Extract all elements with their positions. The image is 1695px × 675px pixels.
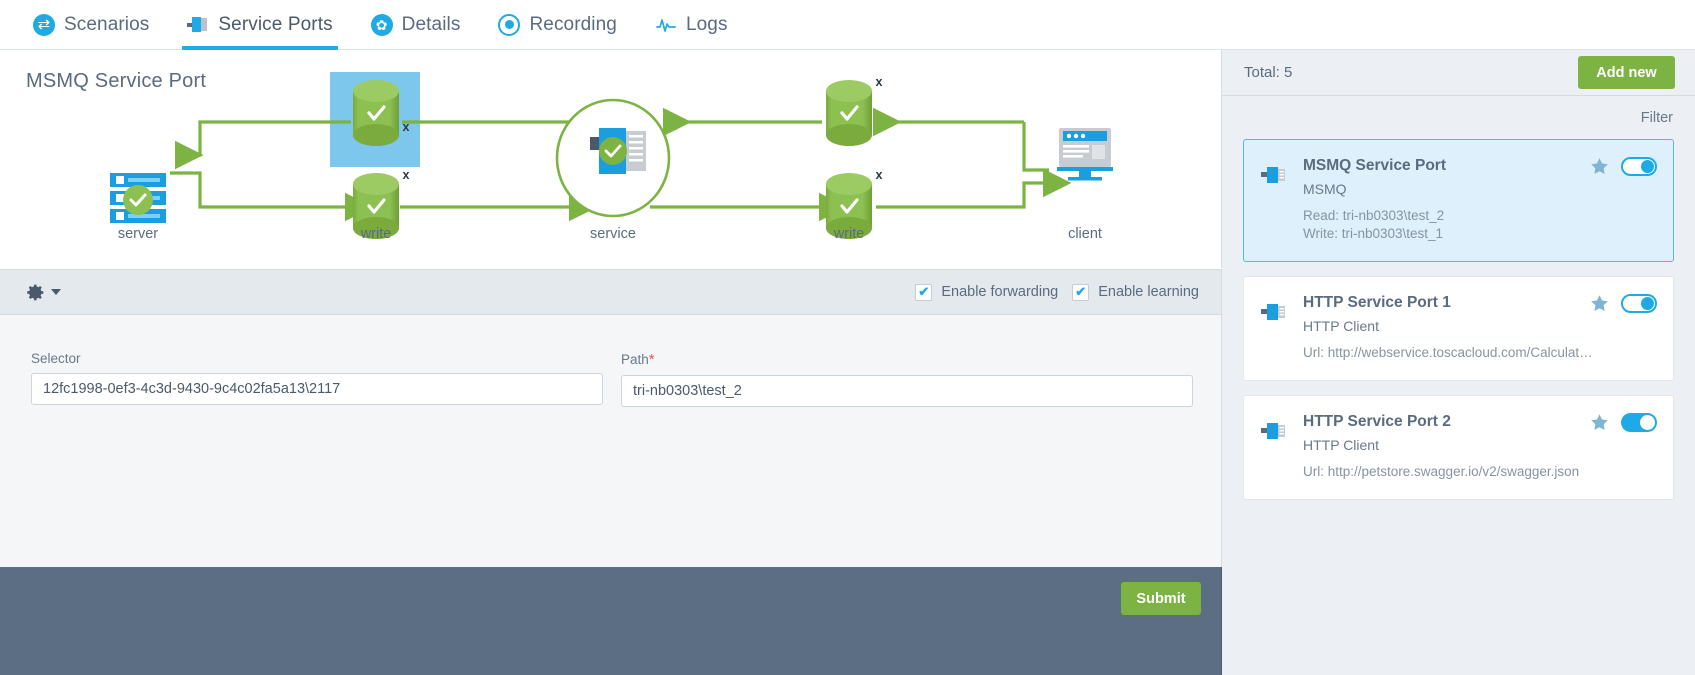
path-field-group: Path*: [621, 351, 1193, 407]
list-item[interactable]: MSMQ Service Port MSMQ Read: tri-nb0303\…: [1243, 139, 1674, 262]
wire-server-to-write: [170, 171, 374, 222]
gear-icon: [27, 284, 44, 300]
node-label-write-left: write: [360, 226, 392, 242]
record-icon: [498, 13, 521, 36]
node-label-client: client: [1068, 226, 1102, 242]
node-read-left[interactable]: [353, 80, 399, 146]
list-item-body: HTTP Service Port 1 HTTP Client Url: htt…: [1303, 294, 1657, 362]
tab-logs-label: Logs: [685, 13, 728, 35]
node-write-left[interactable]: [353, 173, 399, 239]
required-marker: *: [648, 351, 655, 368]
top-navigation: Scenarios Service Ports Details Recordin…: [0, 0, 1695, 50]
enable-learning-label: Enable learning: [1098, 284, 1199, 300]
star-icon[interactable]: [1589, 412, 1610, 433]
list-item-body: MSMQ Service Port MSMQ Read: tri-nb0303\…: [1303, 157, 1657, 243]
gear-icon: [370, 13, 393, 36]
diagram-canvas: MSMQ Service Port: [0, 50, 1222, 268]
service-port-url: Url: http://webservice.toscacloud.com/Ca…: [1303, 344, 1593, 360]
node-server[interactable]: [110, 173, 166, 223]
service-port-name: HTTP Service Port 2: [1303, 412, 1451, 430]
total-count-label: Total: 5: [1244, 64, 1293, 81]
add-new-button[interactable]: Add new: [1578, 56, 1675, 89]
tab-details[interactable]: Details: [352, 0, 480, 50]
close-mark-read-right: x: [876, 75, 883, 89]
node-label-service: service: [590, 226, 636, 242]
plug-icon: [187, 14, 209, 36]
waveform-icon: [655, 14, 677, 36]
toggle-knob: [1641, 296, 1654, 310]
list-item[interactable]: HTTP Service Port 1 HTTP Client Url: htt…: [1243, 275, 1674, 381]
service-port-list: MSMQ Service Port MSMQ Read: tri-nb0303\…: [1222, 139, 1695, 500]
tab-recording[interactable]: Recording: [479, 0, 636, 50]
enable-toggle[interactable]: [1621, 157, 1657, 176]
service-port-type: HTTP Client: [1303, 436, 1379, 453]
checkmark-icon: [915, 283, 933, 301]
service-port-read: Read: tri-nb0303\test_2: [1303, 208, 1445, 223]
node-read-right[interactable]: [826, 80, 872, 146]
tab-service-ports[interactable]: Service Ports: [168, 0, 351, 50]
close-mark-read-left: x: [403, 120, 410, 134]
canvas-toolbar: Enable forwarding Enable learning: [0, 269, 1222, 315]
submit-button[interactable]: Submit: [1121, 582, 1201, 615]
service-ports-sidebar: Total: 5 Add new Filter: [1222, 50, 1695, 675]
enable-forwarding-checkbox[interactable]: Enable forwarding: [915, 283, 1059, 301]
chevron-down-icon: [51, 289, 61, 295]
selector-label: Selector: [31, 351, 81, 366]
service-port-form: Selector Path*: [0, 315, 1222, 567]
toggle-knob: [1641, 160, 1654, 173]
tab-details-label: Details: [401, 13, 461, 35]
service-port-name: HTTP Service Port 1: [1303, 293, 1451, 311]
list-item-actions: [1589, 156, 1657, 177]
plug-icon: [1261, 413, 1287, 481]
star-icon[interactable]: [1589, 156, 1610, 177]
enable-toggle[interactable]: [1621, 293, 1657, 313]
settings-menu-button[interactable]: [25, 282, 61, 303]
list-item-actions: [1589, 293, 1657, 314]
close-mark-write-left: x: [403, 168, 410, 182]
tab-logs[interactable]: Logs: [636, 0, 747, 50]
page-title: MSMQ Service Port: [26, 70, 207, 92]
toggle-knob: [1640, 414, 1655, 430]
list-item[interactable]: HTTP Service Port 2 HTTP Client Url: htt…: [1243, 394, 1674, 500]
filter-toggle[interactable]: Filter: [1222, 96, 1695, 139]
toolbar-options: Enable forwarding Enable learning: [915, 283, 1199, 301]
tab-recording-label: Recording: [529, 13, 617, 35]
service-port-type: MSMQ: [1303, 181, 1347, 197]
tab-scenarios[interactable]: Scenarios: [14, 0, 168, 50]
node-client[interactable]: [1057, 128, 1113, 181]
service-port-url: Url: http://petstore.swagger.io/v2/swagg…: [1303, 463, 1580, 479]
service-port-type: HTTP Client: [1303, 317, 1379, 334]
list-item-actions: [1589, 412, 1657, 433]
service-port-name: MSMQ Service Port: [1303, 157, 1446, 174]
node-write-right[interactable]: [826, 173, 872, 239]
plug-icon: [1261, 157, 1287, 243]
path-label-text: Path: [621, 352, 649, 367]
wire-write-right-to-client: [876, 168, 1072, 209]
node-service[interactable]: [555, 98, 671, 218]
service-port-flow-diagram: server x read x write: [110, 72, 1113, 242]
sidebar-header: Total: 5 Add new: [1222, 50, 1695, 96]
service-port-write: Write: tri-nb0303\test_1: [1303, 225, 1444, 241]
wire-client-down: [1022, 122, 1049, 172]
form-footer: Submit: [0, 567, 1222, 675]
scenarios-icon: [33, 13, 55, 36]
list-item-body: HTTP Service Port 2 HTTP Client Url: htt…: [1303, 413, 1657, 481]
wire-read-to-server: [174, 120, 351, 170]
node-label-server: server: [118, 226, 158, 242]
path-input[interactable]: [621, 375, 1193, 407]
tab-scenarios-label: Scenarios: [64, 13, 150, 35]
checkmark-icon: [1072, 283, 1090, 301]
star-icon[interactable]: [1589, 293, 1610, 314]
close-mark-write-right: x: [876, 168, 883, 182]
selector-input[interactable]: [31, 373, 603, 405]
node-label-write-right: write: [833, 226, 865, 242]
selector-field-group: Selector: [31, 351, 603, 405]
enable-toggle[interactable]: [1621, 412, 1657, 432]
path-label: Path*: [621, 351, 1193, 368]
tab-service-ports-label: Service Ports: [218, 13, 333, 35]
enable-learning-checkbox[interactable]: Enable learning: [1072, 283, 1199, 301]
filter-label: Filter: [1640, 109, 1673, 126]
plug-icon: [1261, 294, 1287, 362]
enable-forwarding-label: Enable forwarding: [941, 284, 1059, 300]
